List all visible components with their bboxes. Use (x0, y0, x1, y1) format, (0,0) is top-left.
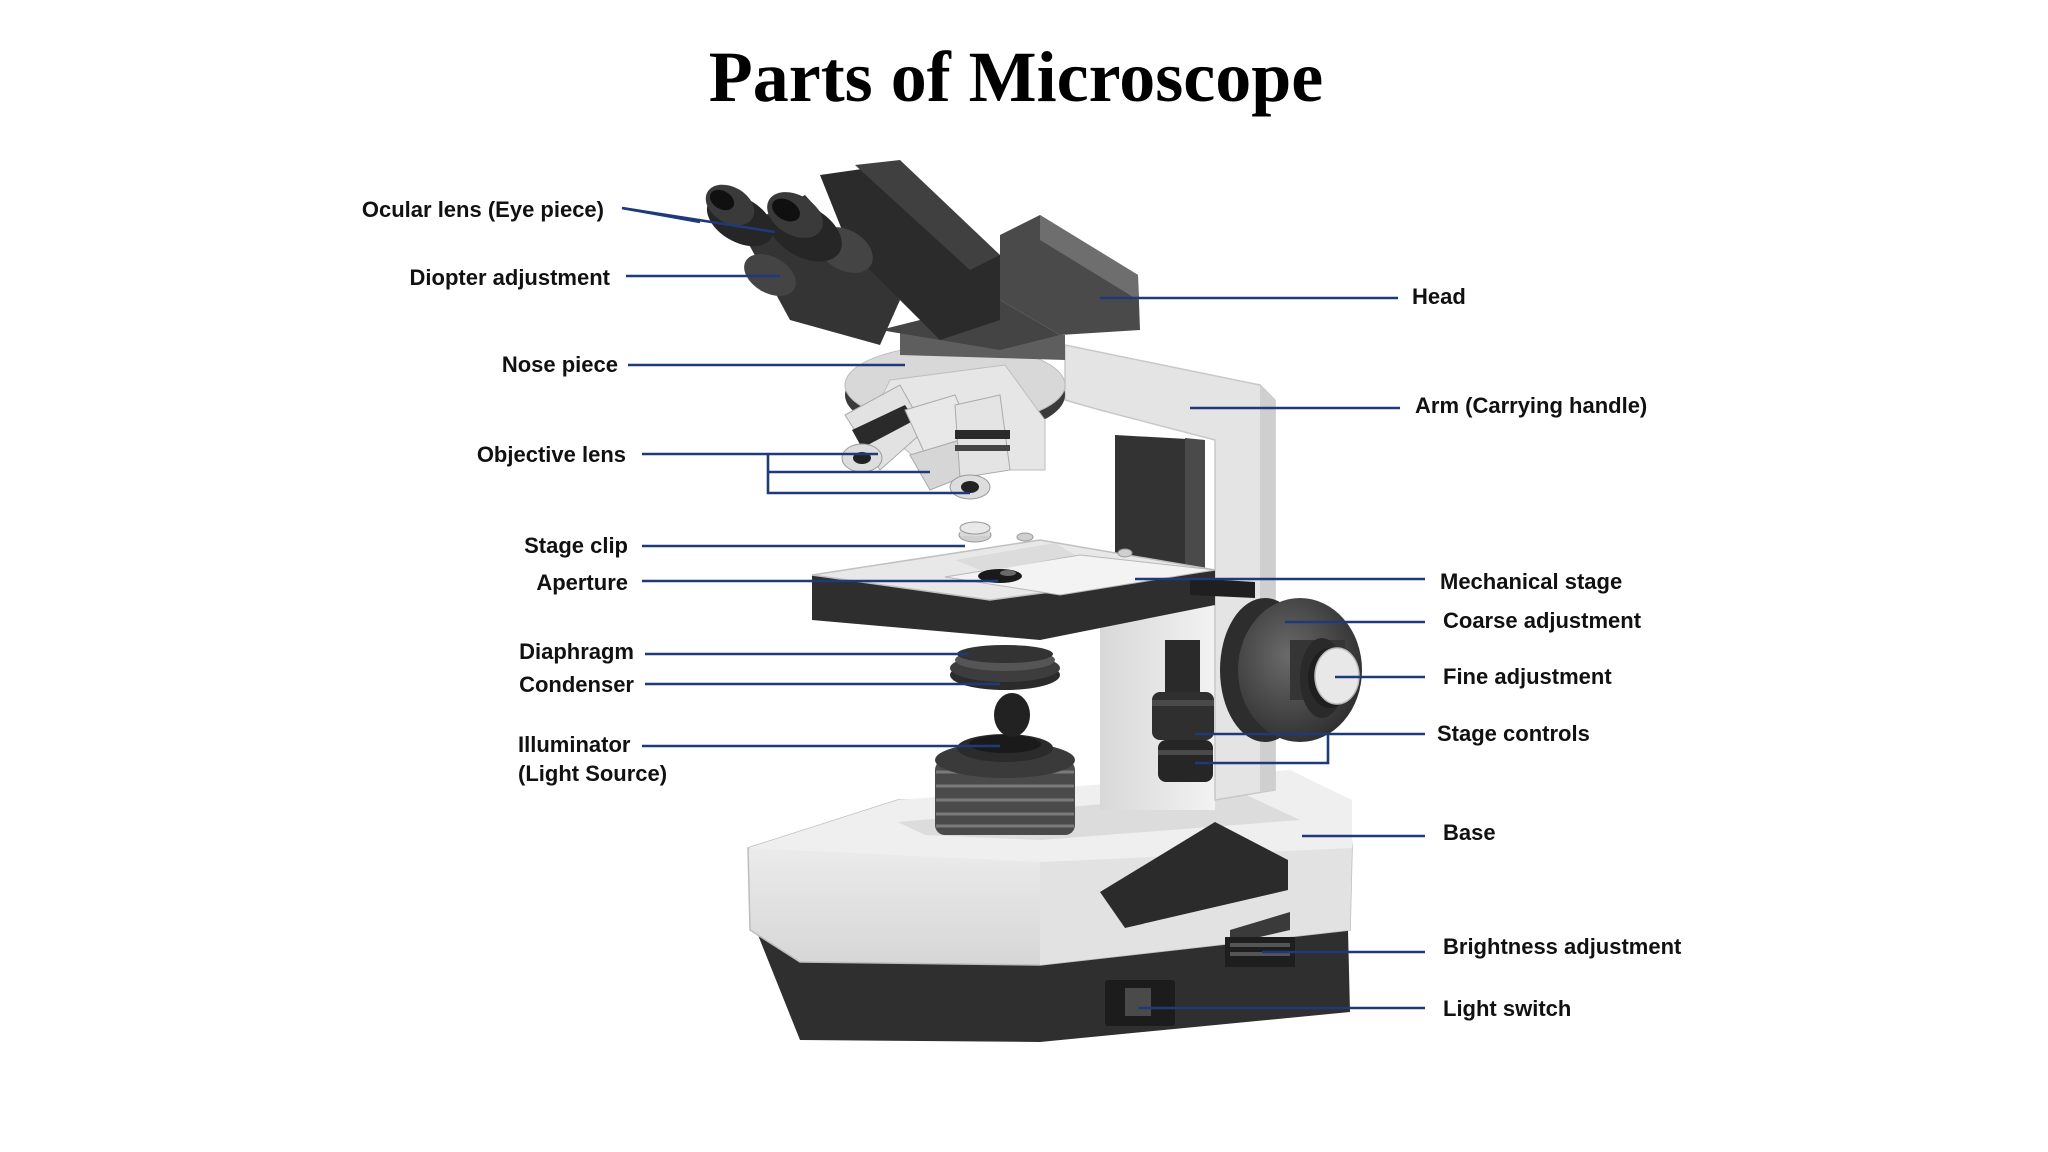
label-arm: Arm (Carrying handle) (1415, 393, 1647, 418)
stage-body (811, 521, 1255, 640)
label-objective-lens: Objective lens (477, 442, 626, 467)
label-mechanical-stage: Mechanical stage (1440, 569, 1622, 594)
nosepiece-body (841, 344, 1066, 500)
label-stage-clip: Stage clip (524, 533, 628, 558)
label-illuminator: Illuminator (518, 732, 631, 757)
illuminator-body (935, 693, 1075, 835)
label-nose-piece: Nose piece (502, 352, 618, 377)
leader-objective-lens-2 (766, 454, 970, 495)
label-diopter-adjustment: Diopter adjustment (410, 265, 611, 290)
objective-front (949, 394, 1011, 500)
label-illuminator-light-source: (Light Source) (518, 761, 667, 786)
label-diaphragm: Diaphragm (519, 639, 634, 664)
page-title: Parts of Microscope (708, 37, 1324, 117)
eyepiece-tubes (705, 160, 1000, 345)
condenser-body (950, 645, 1060, 690)
leader-stage-controls (1195, 732, 1425, 765)
label-aperture: Aperture (536, 570, 628, 595)
label-condenser: Condenser (519, 672, 634, 697)
label-base: Base (1443, 820, 1496, 845)
leader-ocular-lens-2 (621, 206, 776, 234)
labels: Ocular lens (Eye piece) Diopter adjustme… (362, 197, 1682, 1021)
label-ocular-lens: Ocular lens (Eye piece) (362, 197, 604, 222)
microscope-illustration (705, 160, 1362, 1042)
label-brightness-adjustment: Brightness adjustment (1443, 934, 1682, 959)
focus-knobs (1220, 598, 1362, 742)
label-stage-controls: Stage controls (1437, 721, 1590, 746)
label-light-switch: Light switch (1443, 996, 1571, 1021)
label-coarse-adjustment: Coarse adjustment (1443, 608, 1642, 633)
leader-lines (621, 206, 1425, 1010)
stage-controls-body (1152, 640, 1214, 782)
label-head: Head (1412, 284, 1466, 309)
label-fine-adjustment: Fine adjustment (1443, 664, 1612, 689)
